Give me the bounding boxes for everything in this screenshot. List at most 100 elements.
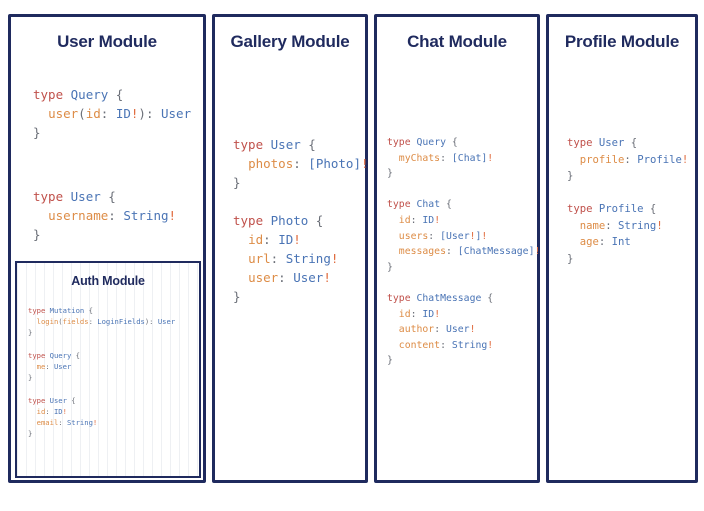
code-token bbox=[387, 340, 399, 351]
code-token: user bbox=[248, 270, 279, 285]
code-token bbox=[233, 270, 248, 285]
code-token: : bbox=[45, 406, 54, 416]
code-line: email: String! bbox=[28, 417, 175, 428]
code-line: type Mutation { bbox=[28, 305, 175, 316]
code-token: ! bbox=[487, 152, 494, 164]
code-line: age: Int bbox=[567, 234, 688, 251]
code-token: String bbox=[66, 418, 93, 428]
code-token: ID bbox=[422, 308, 435, 320]
code-token: User bbox=[70, 189, 101, 204]
code-token: ! bbox=[681, 153, 689, 166]
code-token: ! bbox=[293, 232, 301, 247]
code-block-user-query: type Query { user(id: ID!): User} bbox=[33, 85, 191, 142]
code-token: Chat bbox=[416, 199, 441, 211]
code-line: login(fields: LoginFields): User bbox=[28, 316, 176, 327]
code-token: ! bbox=[168, 208, 177, 223]
code-token: ChatMessage bbox=[463, 246, 529, 258]
code-token: Chat bbox=[457, 152, 482, 164]
code-token: User bbox=[270, 137, 301, 152]
code-token: { bbox=[643, 203, 657, 215]
code-token: ! bbox=[481, 230, 488, 242]
code-token: { bbox=[84, 306, 93, 315]
code-token: : bbox=[293, 156, 309, 171]
code-token: String bbox=[123, 208, 169, 223]
code-line: } bbox=[28, 428, 175, 439]
code-token: } bbox=[387, 261, 393, 273]
code-token: type bbox=[387, 199, 417, 211]
code-token: : bbox=[100, 106, 116, 121]
code-token: : bbox=[410, 308, 423, 320]
code-line: id: ID! bbox=[28, 406, 175, 417]
code-token: id bbox=[248, 232, 264, 247]
code-token: id bbox=[398, 308, 411, 320]
code-token: } bbox=[33, 227, 41, 242]
code-token: [ bbox=[451, 152, 458, 164]
code-token: LoginFields bbox=[97, 317, 145, 327]
code-line: id: ID! bbox=[387, 213, 540, 229]
panel-gallery-module[interactable]: Gallery Module type User { photos: [Phot… bbox=[212, 14, 369, 483]
code-token: url bbox=[248, 251, 271, 266]
panel-chat-module[interactable]: Chat Module type Query { myChats: [Chat]… bbox=[374, 14, 540, 483]
code-line: type ChatMessage { bbox=[387, 291, 540, 307]
code-token: : bbox=[45, 362, 54, 372]
code-token: ID bbox=[115, 106, 131, 121]
code-token: Query bbox=[70, 87, 109, 102]
code-token: author bbox=[398, 324, 435, 336]
code-line: me: User bbox=[28, 361, 175, 372]
code-token: { bbox=[481, 292, 494, 304]
panel-profile-module[interactable]: Profile Module type User { profile: Prof… bbox=[546, 14, 698, 483]
code-line: } bbox=[233, 173, 369, 192]
code-block-gallery-schema: type User { photos: [Photo]!} type Photo… bbox=[233, 135, 369, 306]
code-line: type Chat { bbox=[387, 197, 540, 213]
code-block-auth-schema: type Mutation { login(fields: LoginField… bbox=[28, 305, 175, 439]
code-token: ! bbox=[330, 251, 339, 266]
code-token: [ bbox=[308, 156, 316, 171]
code-token: type bbox=[387, 292, 417, 304]
code-token: type bbox=[28, 350, 50, 360]
code-line: } bbox=[387, 166, 540, 182]
code-token: ! bbox=[434, 214, 441, 226]
code-token: fields bbox=[62, 317, 89, 327]
panel-title-user-module: User Module bbox=[57, 32, 157, 51]
code-token: ! bbox=[323, 270, 331, 285]
code-token: ID bbox=[53, 406, 63, 416]
code-line: } bbox=[28, 327, 175, 338]
code-token bbox=[28, 407, 37, 416]
code-token: : bbox=[598, 236, 612, 248]
code-line: type Query { bbox=[33, 85, 191, 104]
code-token: photos bbox=[248, 156, 294, 171]
code-token: ] bbox=[528, 246, 535, 258]
code-token: myChats bbox=[398, 152, 441, 164]
code-token: ! bbox=[130, 106, 139, 121]
code-token: ): bbox=[144, 317, 158, 327]
code-line: } bbox=[33, 225, 176, 244]
code-token: { bbox=[66, 395, 76, 405]
code-line: } bbox=[28, 372, 175, 383]
code-token bbox=[233, 232, 248, 247]
code-token: User bbox=[446, 230, 470, 242]
code-token bbox=[233, 156, 248, 171]
code-token bbox=[233, 251, 248, 266]
code-token: type bbox=[33, 189, 71, 204]
code-token: Int bbox=[611, 236, 631, 248]
code-token: } bbox=[28, 373, 33, 383]
code-token: ! bbox=[360, 156, 369, 171]
code-token: type bbox=[28, 395, 50, 405]
code-line: type Profile { bbox=[567, 201, 688, 218]
code-token: id bbox=[85, 106, 101, 121]
code-line: user(id: ID!): User bbox=[33, 104, 191, 123]
code-token: } bbox=[33, 125, 41, 140]
code-token: String bbox=[451, 339, 488, 351]
code-token: { bbox=[108, 87, 124, 102]
panel-auth-module[interactable]: Auth Module type Mutation { login(fields… bbox=[15, 261, 201, 478]
code-token: ): bbox=[138, 106, 161, 121]
code-token: : bbox=[58, 418, 67, 428]
code-token: Profile bbox=[598, 203, 644, 215]
panel-user-module[interactable]: User Module type Query { user(id: ID!): … bbox=[8, 14, 206, 483]
code-line: } bbox=[33, 123, 191, 142]
code-token: Photo bbox=[315, 156, 354, 171]
code-line: type User { bbox=[567, 135, 688, 152]
code-token: : bbox=[410, 214, 423, 226]
code-token: id bbox=[36, 406, 46, 416]
code-token: ! bbox=[469, 230, 476, 242]
